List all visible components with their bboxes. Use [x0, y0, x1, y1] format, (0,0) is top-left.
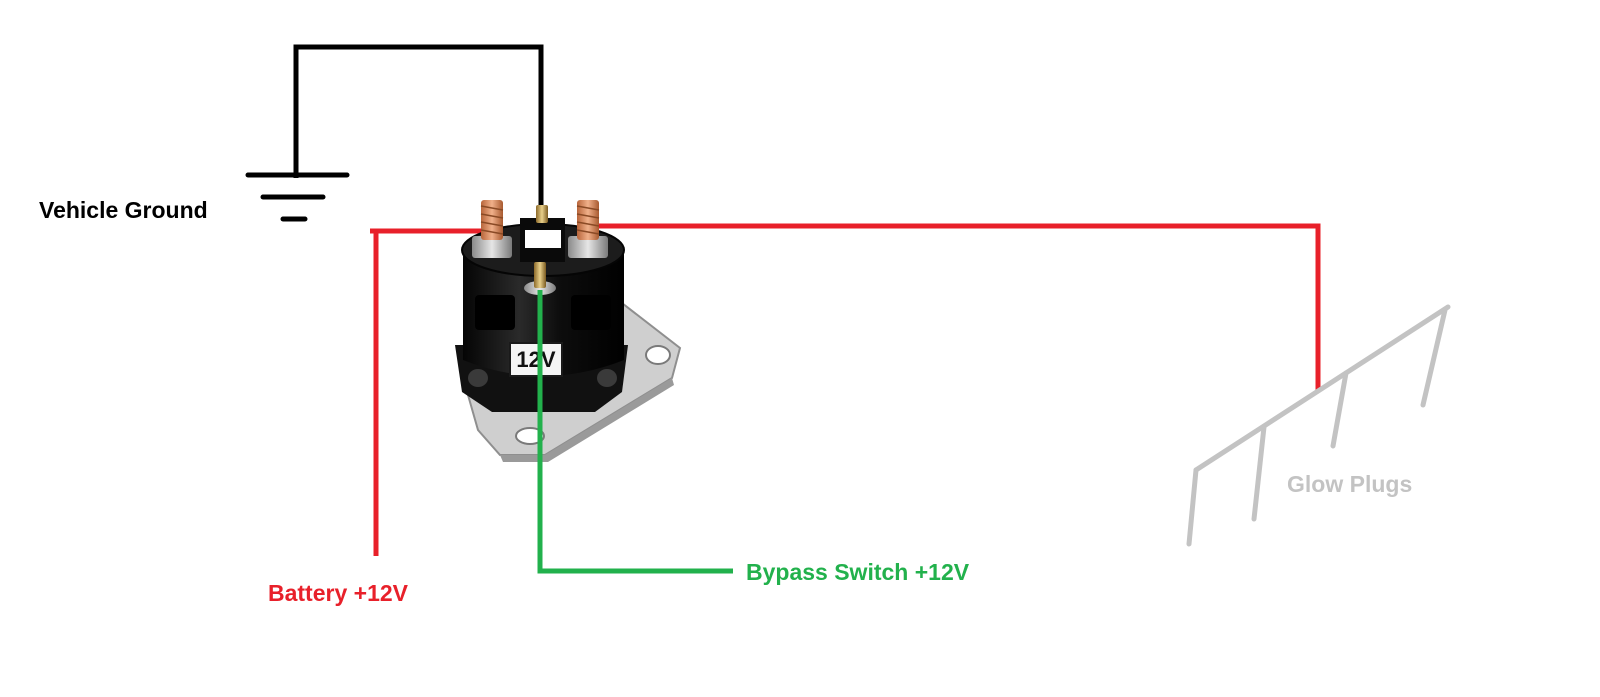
relay-terminal-right [568, 200, 608, 258]
vehicle-ground-label: Vehicle Ground [39, 197, 208, 223]
battery-label: Battery +12V [268, 580, 408, 606]
bypass-switch-wire [537, 290, 733, 574]
relay-ground-terminal [536, 205, 548, 223]
voltage-badge: 12V [509, 342, 563, 377]
relay-terminal-left [472, 200, 512, 258]
glow-plugs-label: Glow Plugs [1287, 471, 1413, 497]
ground-wire [293, 44, 544, 212]
glow-plugs-icon [1186, 304, 1451, 547]
ground-symbol-icon [245, 172, 350, 222]
glow-plug-wire [599, 223, 1321, 390]
bypass-switch-label: Bypass Switch +12V [746, 559, 970, 585]
bracket-hole [515, 427, 545, 445]
bracket-hole [645, 345, 671, 365]
voltage-badge-label: 12V [516, 347, 555, 372]
battery-wire [370, 228, 500, 556]
relay-control-terminal [524, 262, 556, 295]
